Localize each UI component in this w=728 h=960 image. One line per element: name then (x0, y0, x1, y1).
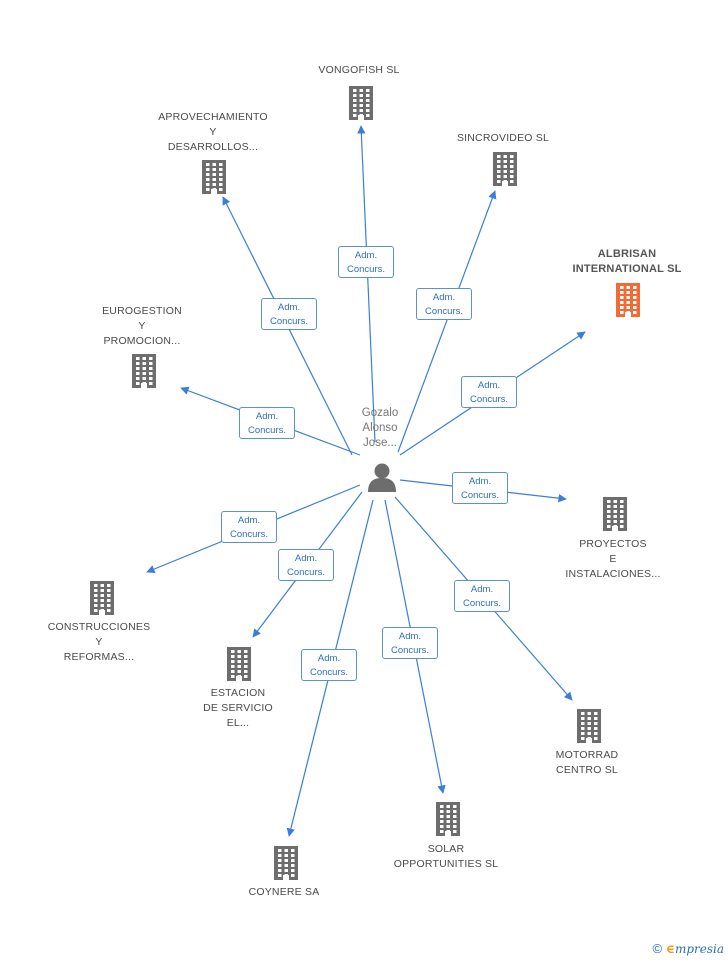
edge-label-albrisan[interactable]: Adm. Concurs. (461, 376, 517, 408)
company-label-sincrovideo[interactable]: SINCROVIDEO SL (428, 131, 578, 146)
company-label-line: COYNERE SA (248, 886, 320, 898)
edge-label-proyectos[interactable]: Adm. Concurs. (452, 472, 508, 504)
person-name-line: Jose... (363, 437, 397, 449)
edge-label-line: Adm. (432, 292, 456, 303)
company-label-line: ESTACION (210, 687, 266, 699)
edge-label-eurogestion[interactable]: Adm. Concurs. (239, 407, 295, 439)
building-icon[interactable] (87, 581, 117, 615)
edge-label-line: Adm. (398, 631, 422, 642)
company-label-line: SOLAR (427, 843, 465, 855)
company-label-line: OPPORTUNITIES SL (393, 858, 499, 870)
person-name-line: Alonso (362, 422, 398, 434)
company-label-eurogestion[interactable]: EUROGESTION Y PROMOCION... (67, 304, 217, 349)
edge-label-estacion[interactable]: Adm. Concurs. (278, 549, 334, 581)
edge-sincrovideo (397, 190, 497, 453)
company-label-line: E (609, 553, 617, 565)
edge-label-line: Concurs. (424, 306, 463, 317)
company-label-solar[interactable]: SOLAR OPPORTUNITIES SL (371, 842, 521, 872)
edge-label-solar[interactable]: Adm. Concurs. (382, 627, 438, 659)
building-icon[interactable] (346, 86, 376, 120)
footer-brand: © ∈mpresia (652, 941, 724, 956)
person-name[interactable]: Gozalo Alonso Jose... (350, 406, 410, 451)
edge-label-line: Concurs. (462, 598, 501, 609)
building-icon[interactable] (490, 152, 520, 186)
company-label-line: CONSTRUCCIONES (47, 621, 151, 633)
company-label-motorrad[interactable]: MOTORRAD CENTRO SL (512, 748, 662, 778)
company-label-construcciones[interactable]: CONSTRUCCIONES Y REFORMAS... (24, 620, 174, 665)
company-label-line: REFORMAS... (63, 651, 135, 663)
edge-label-line: Adm. (468, 476, 492, 487)
edge-label-line: Concurs. (346, 264, 385, 275)
company-label-line: APROVECHAMIENTO (158, 111, 268, 123)
edge-label-line: Adm. (277, 302, 301, 313)
edge-label-coynere[interactable]: Adm. Concurs. (301, 649, 357, 681)
building-icon[interactable] (574, 709, 604, 743)
edge-label-line: Concurs. (247, 425, 286, 436)
edge-label-line: Adm. (255, 411, 279, 422)
company-label-line: DE SERVICIO (203, 702, 273, 714)
company-label-line: SINCROVIDEO SL (456, 132, 550, 144)
edge-label-vongofish[interactable]: Adm. Concurs. (338, 246, 394, 278)
company-label-line: DESARROLLOS... (167, 141, 259, 153)
edge-label-line: Concurs. (269, 316, 308, 327)
company-label-line: MOTORRAD (555, 749, 619, 761)
company-label-vongofish[interactable]: VONGOFISH SL (284, 63, 434, 78)
edge-label-line: Adm. (237, 515, 261, 526)
edge-label-line: Concurs. (229, 529, 268, 540)
company-label-line: INSTALACIONES... (565, 568, 661, 580)
company-label-line: ALBRISAN (597, 248, 657, 260)
edge-label-aprovechamiento[interactable]: Adm. Concurs. (261, 298, 317, 330)
edge-label-line: Concurs. (460, 490, 499, 501)
company-label-line: Y (209, 126, 217, 138)
edge-vongofish (357, 125, 376, 443)
edge-label-sincrovideo[interactable]: Adm. Concurs. (416, 288, 472, 320)
person-icon[interactable] (366, 462, 398, 492)
company-label-line: PROMOCION... (103, 335, 181, 347)
edge-label-line: Adm. (470, 584, 494, 595)
company-label-line: Y (138, 320, 146, 332)
company-label-line: VONGOFISH SL (318, 64, 400, 76)
building-icon[interactable] (433, 802, 463, 836)
company-label-aprovechamiento[interactable]: APROVECHAMIENTO Y DESARROLLOS... (138, 110, 288, 155)
edge-label-line: Concurs. (286, 567, 325, 578)
edge-label-line: Concurs. (390, 645, 429, 656)
brand-logo-mark: ∈ (666, 941, 675, 956)
edge-label-line: Adm. (354, 250, 378, 261)
company-label-line: CENTRO SL (556, 764, 618, 776)
company-label-coynere[interactable]: COYNERE SA (209, 885, 359, 900)
edge-label-line: Adm. (317, 653, 341, 664)
edge-label-line: Concurs. (469, 394, 508, 405)
building-icon[interactable] (199, 160, 229, 194)
company-label-line: INTERNATIONAL SL (572, 263, 682, 275)
company-label-albrisan[interactable]: ALBRISAN INTERNATIONAL SL (552, 247, 702, 277)
edge-label-line: Adm. (294, 553, 318, 564)
company-label-line: EL... (226, 717, 250, 729)
edge-label-motorrad[interactable]: Adm. Concurs. (454, 580, 510, 612)
edge-label-line: Concurs. (309, 667, 348, 678)
company-label-estacion[interactable]: ESTACION DE SERVICIO EL... (163, 686, 313, 731)
building-icon[interactable] (271, 846, 301, 880)
building-icon[interactable] (224, 647, 254, 681)
company-label-line: EUROGESTION (102, 305, 182, 317)
company-label-line: PROYECTOS (579, 538, 647, 550)
brand-name: mpresia (674, 941, 724, 956)
company-label-proyectos[interactable]: PROYECTOS E INSTALACIONES... (538, 537, 688, 582)
edge-label-line: Adm. (477, 380, 501, 391)
company-label-line: Y (95, 636, 103, 648)
building-icon[interactable] (129, 354, 159, 388)
copyright-symbol: © (652, 941, 663, 956)
building-icon[interactable] (600, 497, 630, 531)
edge-label-construcciones[interactable]: Adm. Concurs. (221, 511, 277, 543)
building-icon[interactable] (613, 283, 643, 317)
person-name-line: Gozalo (361, 407, 399, 419)
